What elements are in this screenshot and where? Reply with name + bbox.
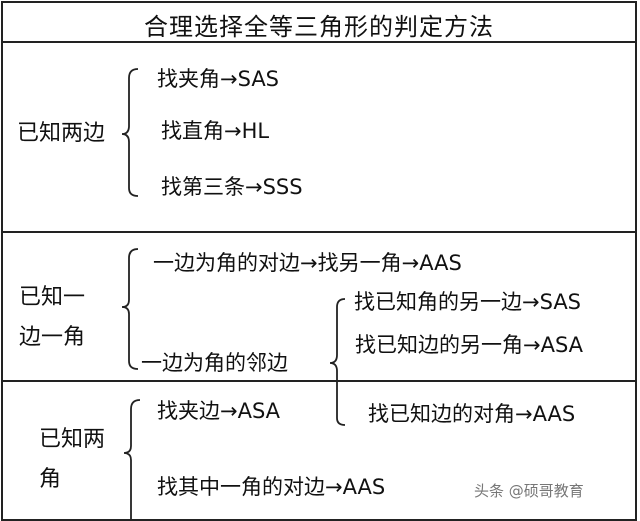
title-bar: 合理选择全等三角形的判定方法: [1, 1, 637, 43]
condition-two-sides: 已知两边: [17, 121, 106, 146]
rule-other-side-of-angle: 找已知角的另一边→SAS: [354, 290, 582, 314]
bracket-adjacent-side: [329, 298, 346, 426]
condition-two-angles-line1: 已知两: [39, 427, 106, 452]
section-divider-1: [1, 231, 637, 233]
bracket-side-angle: [121, 248, 139, 370]
rule-included-angle: 找夹角→SAS: [157, 67, 280, 91]
section-divider-2: [1, 380, 637, 382]
rule-right-angle: 找直角→HL: [161, 119, 270, 143]
rule-opposite-side: 一边为角的对边→找另一角→AAS: [153, 251, 462, 275]
watermark: 头条 @硕哥教育: [474, 482, 584, 500]
rule-opposite-angle-of-side: 找已知边的对角→AAS: [368, 402, 576, 426]
condition-side-angle-line2: 边一角: [19, 325, 86, 350]
bracket-two-angles: [123, 399, 141, 520]
rule-third-side: 找第三条→SSS: [161, 175, 303, 199]
condition-two-angles-line2: 角: [39, 467, 62, 492]
rule-included-side: 找夹边→ASA: [157, 399, 281, 423]
bracket-two-sides: [121, 68, 139, 197]
rule-other-angle-of-side: 找已知边的另一角→ASA: [355, 333, 584, 357]
page-title: 合理选择全等三角形的判定方法: [144, 13, 494, 41]
condition-side-angle-line1: 已知一: [19, 285, 86, 310]
rule-adjacent-side: 一边为角的邻边: [141, 351, 288, 375]
rule-opposite-side-of-angle: 找其中一角的对边→AAS: [157, 475, 386, 499]
